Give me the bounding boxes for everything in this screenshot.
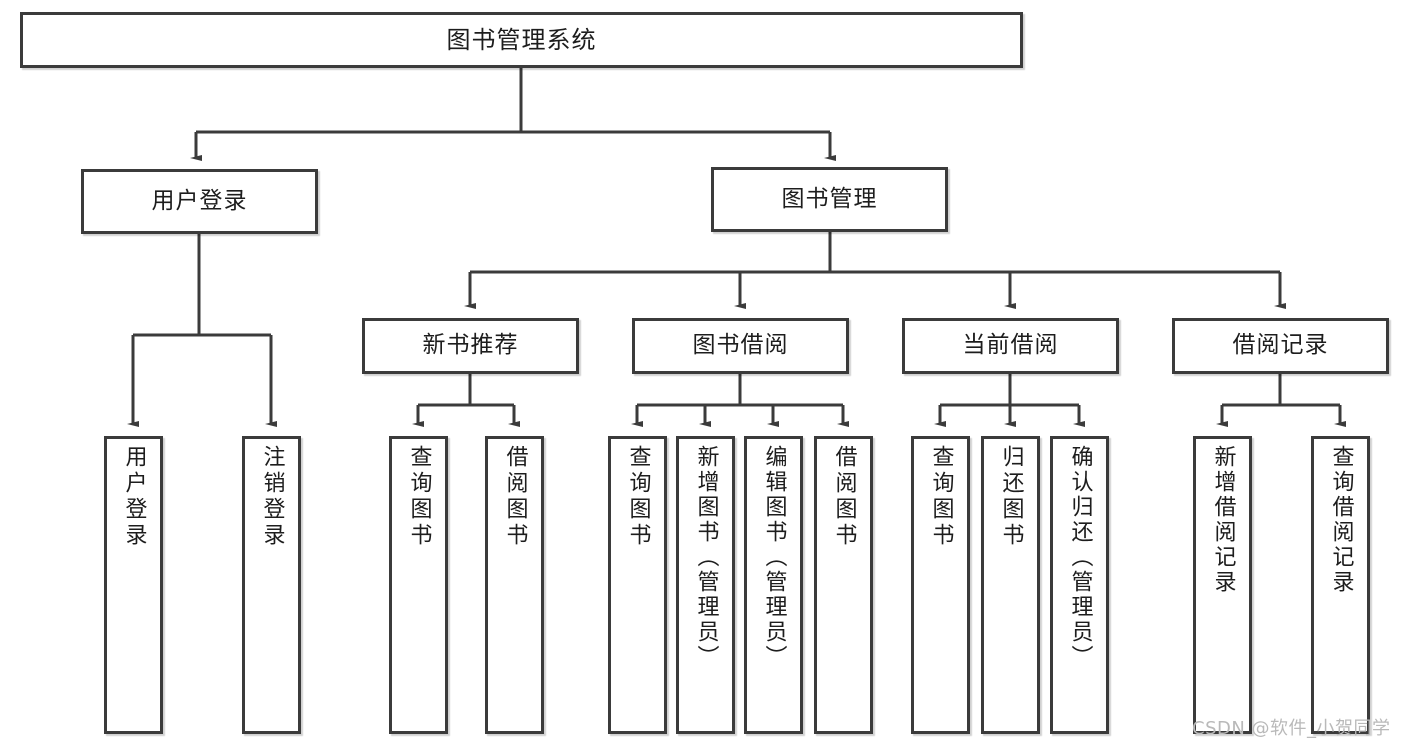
node-label: 图书管理系统 xyxy=(446,25,597,54)
node-label: 当前借阅 xyxy=(962,332,1059,359)
leaf-query-book-current[interactable]: 查询图书 xyxy=(911,436,970,734)
node-label: 借阅图书 xyxy=(831,445,857,549)
node-label: 用户登录 xyxy=(121,445,147,549)
node-label: 新增借阅记录 xyxy=(1210,445,1236,595)
node-label: 新书推荐 xyxy=(422,332,519,359)
node-label: 图书借阅 xyxy=(692,332,789,359)
leaf-query-book-borrow[interactable]: 查询图书 xyxy=(608,436,667,734)
node-label: 注销登录 xyxy=(259,445,285,549)
node-new-book-recommendation[interactable]: 新书推荐 xyxy=(362,318,579,374)
node-root-book-management-system[interactable]: 图书管理系统 xyxy=(20,12,1023,68)
node-label: 编辑图书（管理员） xyxy=(761,445,787,670)
leaf-query-book-recommendation[interactable]: 查询图书 xyxy=(389,436,448,734)
node-label: 用户登录 xyxy=(151,187,248,214)
node-label: 新增图书（管理员） xyxy=(693,445,719,670)
leaf-return-book[interactable]: 归还图书 xyxy=(981,436,1040,734)
node-book-borrow[interactable]: 图书借阅 xyxy=(632,318,849,374)
node-label: 图书管理 xyxy=(781,185,878,212)
leaf-add-book-admin[interactable]: 新增图书（管理员） xyxy=(676,436,735,734)
node-label: 借阅记录 xyxy=(1232,332,1329,359)
node-book-management[interactable]: 图书管理 xyxy=(711,167,948,232)
leaf-confirm-return-admin[interactable]: 确认归还（管理员） xyxy=(1050,436,1109,734)
leaf-query-borrow-record[interactable]: 查询借阅记录 xyxy=(1311,436,1370,734)
node-label: 查询图书 xyxy=(406,445,432,549)
node-label: 借阅图书 xyxy=(502,445,528,549)
node-borrow-record[interactable]: 借阅记录 xyxy=(1172,318,1389,374)
node-label: 查询图书 xyxy=(625,445,651,549)
leaf-edit-book-admin[interactable]: 编辑图书（管理员） xyxy=(744,436,803,734)
node-current-borrow[interactable]: 当前借阅 xyxy=(902,318,1119,374)
leaf-borrow-book-recommendation[interactable]: 借阅图书 xyxy=(485,436,544,734)
leaf-user-login[interactable]: 用户登录 xyxy=(104,436,163,734)
node-label: 查询借阅记录 xyxy=(1328,445,1354,595)
node-user-login[interactable]: 用户登录 xyxy=(81,169,318,234)
node-label: 确认归还（管理员） xyxy=(1067,445,1093,670)
watermark: CSDN @软件_小贺同学 xyxy=(1192,718,1391,739)
leaf-logout[interactable]: 注销登录 xyxy=(242,436,301,734)
node-label: 查询图书 xyxy=(928,445,954,549)
node-label: 归还图书 xyxy=(998,445,1024,549)
leaf-add-borrow-record[interactable]: 新增借阅记录 xyxy=(1193,436,1252,734)
leaf-borrow-book[interactable]: 借阅图书 xyxy=(814,436,873,734)
